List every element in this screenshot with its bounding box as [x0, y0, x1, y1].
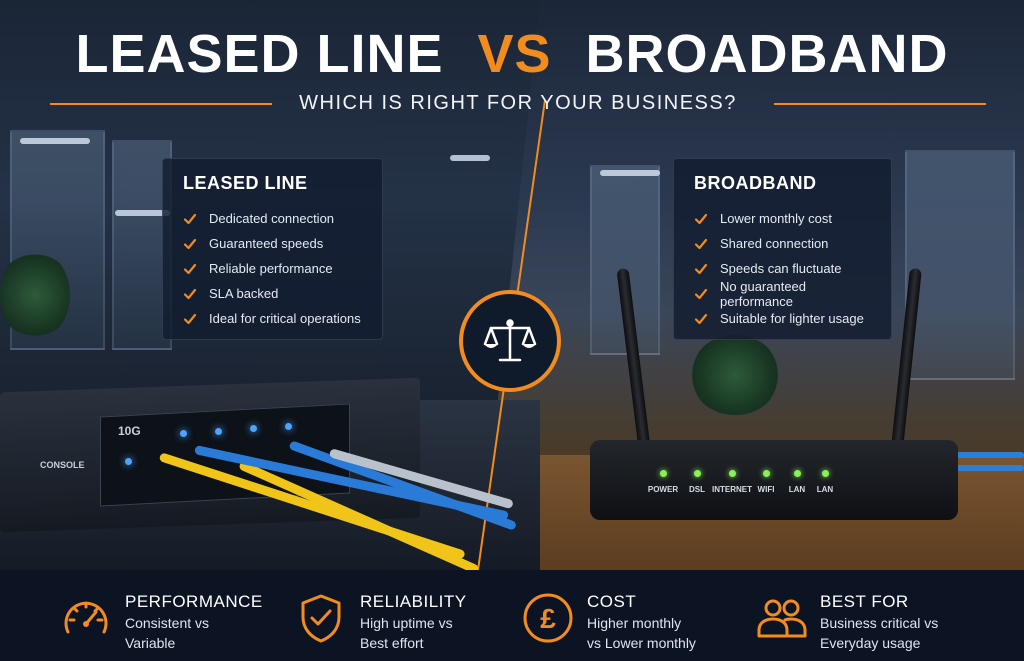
- leased-line-panel: LEASED LINE Dedicated connection Guarant…: [162, 158, 383, 340]
- feature-text: Shared connection: [720, 236, 829, 251]
- leased-line-feature: Reliable performance: [183, 256, 362, 281]
- feature-text: SLA backed: [209, 286, 279, 301]
- switch-led: [215, 428, 222, 435]
- check-icon: [183, 238, 197, 249]
- feature-line: vs Lower monthly: [587, 635, 696, 651]
- page-title: LEASED LINE VS BROADBAND: [0, 24, 1024, 84]
- pound-icon: £: [523, 593, 573, 643]
- feature-performance: PERFORMANCE Consistent vs Variable: [60, 570, 270, 661]
- check-icon: [694, 263, 708, 274]
- switch-led: [180, 430, 187, 437]
- feature-text: Dedicated connection: [209, 211, 335, 226]
- feature-text: Suitable for lighter usage: [720, 311, 864, 326]
- check-icon: [694, 238, 708, 249]
- feature-line: Everyday usage: [820, 635, 921, 651]
- feature-text: No guaranteed performance: [720, 278, 807, 309]
- broadband-feature: Speeds can fluctuate: [694, 256, 871, 281]
- subtitle-row: WHICH IS RIGHT FOR YOUR BUSINESS?: [50, 92, 986, 120]
- speedometer-icon: [64, 601, 108, 634]
- feature-heading: BEST FOR: [820, 592, 909, 611]
- feature-cost: £ COST Higher monthly vs Lower monthly: [522, 570, 722, 661]
- plant: [0, 250, 70, 340]
- users-icon: [757, 599, 807, 638]
- router-led-internet: INTERNET: [712, 470, 752, 494]
- feature-best-for: BEST FOR Business critical vs Everyday u…: [755, 570, 970, 661]
- leased-line-panel-title: LEASED LINE: [183, 173, 308, 193]
- feature-line: Consistent vs: [125, 615, 210, 631]
- broadband-feature: Lower monthly cost: [694, 206, 871, 231]
- ceiling-light: [450, 155, 490, 161]
- title-broadband: BROADBAND: [585, 24, 949, 84]
- broadband-panel: BROADBAND Lower monthly cost Shared conn…: [673, 158, 892, 340]
- router-led-row: POWER DSL INTERNET WIFI LAN LAN: [640, 470, 860, 510]
- router-led-wifi: WIFI: [746, 470, 786, 494]
- ceiling-light: [115, 210, 170, 216]
- leased-line-feature: Guaranteed speeds: [183, 231, 362, 256]
- switch-console-label: CONSOLE: [40, 460, 85, 470]
- switch-led: [125, 458, 132, 465]
- broadband-panel-title: BROADBAND: [694, 173, 817, 193]
- leased-line-feature: SLA backed: [183, 281, 362, 306]
- switch-led: [285, 423, 292, 430]
- blue-cable: [950, 452, 1024, 458]
- feature-text: Ideal for critical operations: [209, 311, 361, 326]
- feature-line: Variable: [125, 635, 176, 651]
- office-window: [905, 150, 1015, 380]
- shield-check-icon: [301, 594, 341, 643]
- feature-line: Higher monthly: [587, 615, 682, 631]
- feature-text: Lower monthly cost: [720, 211, 832, 226]
- broadband-feature: Shared connection: [694, 231, 871, 256]
- feature-line: Best effort: [360, 635, 424, 651]
- title-leased-line: LEASED LINE: [75, 24, 444, 84]
- feature-heading: COST: [587, 592, 637, 611]
- check-icon: [694, 288, 708, 299]
- feature-reliability: RELIABILITY High uptime vs Best effort: [295, 570, 495, 661]
- feature-heading: PERFORMANCE: [125, 592, 263, 611]
- feature-line: High uptime vs: [360, 615, 453, 631]
- plant: [690, 335, 780, 415]
- broadband-feature: No guaranteed performance: [694, 278, 871, 309]
- router-led-power: POWER: [643, 470, 683, 494]
- router-led-lan: LAN: [777, 470, 817, 494]
- feature-text: Speeds can fluctuate: [720, 261, 842, 276]
- check-icon: [183, 213, 197, 224]
- scales-icon: [483, 319, 537, 362]
- check-icon: [183, 288, 197, 299]
- blue-cable: [950, 465, 1024, 471]
- feature-text: Guaranteed speeds: [209, 236, 324, 251]
- router-led-dsl: DSL: [677, 470, 717, 494]
- subtitle: WHICH IS RIGHT FOR YOUR BUSINESS?: [299, 92, 737, 114]
- router-led-lan: LAN: [805, 470, 845, 494]
- ceiling-light: [600, 170, 660, 176]
- feature-line: Business critical vs: [820, 615, 939, 631]
- svg-text:£: £: [540, 603, 556, 634]
- switch-led: [250, 425, 257, 432]
- broadband-feature: Suitable for lighter usage: [694, 306, 871, 331]
- broadband-router: [590, 440, 958, 520]
- check-icon: [694, 213, 708, 224]
- check-icon: [694, 313, 708, 324]
- subtitle-rule-right: [774, 103, 986, 105]
- leased-line-feature: Ideal for critical operations: [183, 306, 362, 331]
- comparison-badge: [459, 290, 561, 392]
- check-icon: [183, 313, 197, 324]
- comparison-summary-bar: PERFORMANCE Consistent vs Variable RELIA…: [0, 570, 1024, 661]
- feature-text: Reliable performance: [209, 261, 333, 276]
- title-vs: VS: [477, 24, 552, 84]
- leased-line-feature: Dedicated connection: [183, 206, 362, 231]
- switch-speed-label: 10G: [118, 424, 141, 438]
- feature-heading: RELIABILITY: [360, 592, 467, 611]
- subtitle-rule-left: [50, 103, 272, 105]
- ceiling-light: [20, 138, 90, 144]
- check-icon: [183, 263, 197, 274]
